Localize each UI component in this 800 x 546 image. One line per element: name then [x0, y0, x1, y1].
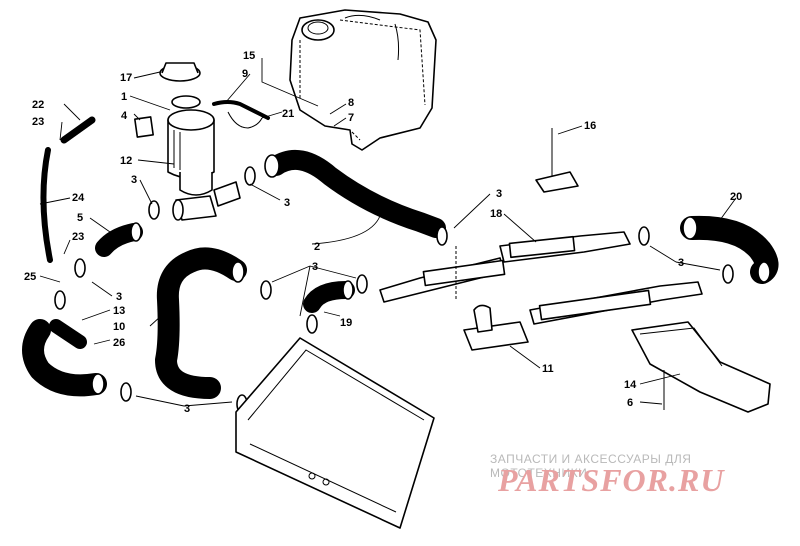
callout-3-g: 3: [184, 403, 190, 415]
callout-3-b: 3: [284, 197, 290, 209]
callout-13: 13: [113, 305, 125, 317]
main-coolant-hose: [264, 150, 446, 238]
hose-19: [303, 280, 355, 313]
watermark-caption: ЗАПЧАСТИ И АКСЕССУАРЫ ДЛЯ МОТОТЕХНИКИ: [490, 452, 692, 480]
callout-14: 14: [624, 379, 637, 391]
callout-3-d: 3: [312, 261, 318, 273]
callout-7: 7: [348, 112, 354, 124]
leader-lines: [39, 58, 737, 407]
callout-9: 9: [242, 68, 248, 80]
hose-10: [155, 247, 247, 399]
watermark-logo: PARTSFOR.RU: [498, 462, 725, 498]
callout-12: 12: [120, 155, 132, 167]
callout-3-c: 3: [116, 291, 122, 303]
tee-fitting: [172, 181, 241, 221]
callout-10: 10: [113, 321, 125, 333]
callout-16: 16: [584, 120, 596, 132]
callout-6: 6: [627, 397, 633, 409]
callout-3-a: 3: [131, 174, 137, 186]
callout-3-f: 3: [678, 257, 684, 269]
skid-plate-14: [631, 321, 771, 413]
bracket-16: [535, 128, 579, 193]
callout-5: 5: [77, 212, 83, 224]
callout-23-upper: 23: [32, 116, 44, 128]
hose-20: [680, 215, 779, 284]
callout-8: 8: [348, 97, 354, 109]
coolant-reservoir: [289, 9, 437, 151]
callout-20: 20: [730, 191, 742, 203]
bleed-line: [40, 116, 96, 263]
callout-23-lower: 23: [72, 231, 84, 243]
callout-4: 4: [121, 110, 128, 122]
callout-3-e: 3: [496, 188, 502, 200]
callout-19: 19: [340, 317, 352, 329]
heat-exchanger-tube-lower: [529, 281, 703, 325]
heat-exchanger-panel: [235, 337, 435, 529]
overflow-hose: [212, 100, 270, 129]
callout-15: 15: [243, 50, 255, 62]
filler-neck-assembly: [134, 62, 215, 196]
callout-24: 24: [72, 192, 85, 204]
hose-clamps: [54, 166, 734, 414]
callout-17: 17: [120, 72, 132, 84]
bracket-11: [463, 304, 529, 351]
lower-left-hose: [22, 319, 107, 397]
callout-1: 1: [121, 91, 127, 103]
callout-25: 25: [24, 271, 36, 283]
callout-labels: 17 1 4 12 15 9 8 7 21 22 23 24 23 25 3 3…: [24, 50, 742, 415]
hose-5: [95, 222, 143, 257]
callout-18: 18: [490, 208, 502, 220]
callout-2: 2: [314, 241, 320, 253]
callout-11: 11: [542, 363, 554, 375]
heat-exchanger-tube-upper: [379, 231, 631, 303]
callout-26: 26: [113, 337, 125, 349]
callout-22: 22: [32, 99, 44, 111]
callout-21: 21: [282, 108, 294, 120]
